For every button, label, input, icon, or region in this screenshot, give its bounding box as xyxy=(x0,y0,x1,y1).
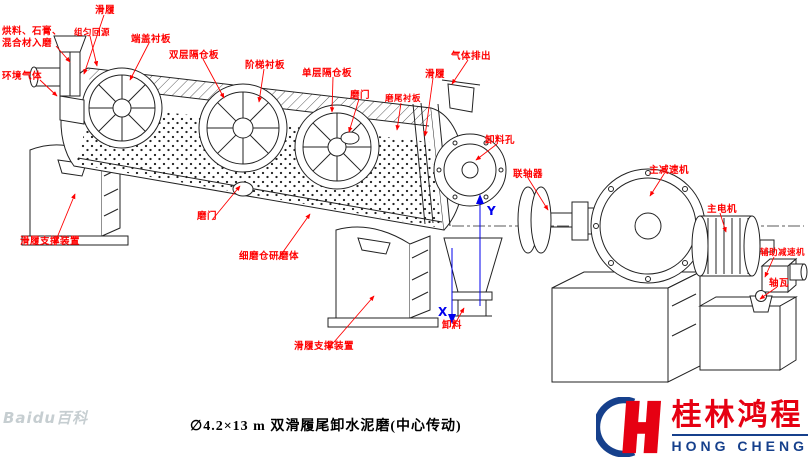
part-label: 磨门 xyxy=(350,90,371,101)
main-motor xyxy=(691,215,775,277)
axis-label-x: X xyxy=(438,305,448,319)
diaphragm-fan-2 xyxy=(294,104,380,190)
part-label: 端盖衬板 xyxy=(131,34,172,45)
feed-piping xyxy=(29,35,87,125)
coupling xyxy=(517,186,601,254)
part-label: 轴瓦 xyxy=(769,278,790,289)
part-label: 单层隔仓板 xyxy=(302,68,353,79)
baidu-watermark: Baidu百科 xyxy=(3,409,89,427)
discharge-housing xyxy=(430,79,507,317)
part-label: 滑履支撑装置 xyxy=(20,236,81,247)
leader-lines xyxy=(39,14,778,350)
part-label: 滑履 xyxy=(95,5,116,16)
main-reducer xyxy=(590,168,706,284)
part-label: 卸料孔 xyxy=(485,135,516,146)
part-label: 主减速机 xyxy=(649,165,690,176)
reducer-pedestal xyxy=(551,271,701,383)
axis-markers: Y X xyxy=(438,194,496,324)
part-label: 滑履支撑装置 xyxy=(294,341,355,352)
axis-label-y: Y xyxy=(486,204,496,218)
mill-line-art xyxy=(21,35,808,383)
end-wall-fan xyxy=(81,67,163,149)
part-label: 卸料 xyxy=(442,320,463,331)
part-label: 滑履 xyxy=(425,69,446,80)
motor-base xyxy=(698,296,798,371)
brand-logo: 桂林鸿程 HONG CHENG xyxy=(595,397,808,457)
logo-cn: 桂林鸿程 xyxy=(671,399,804,432)
mill-door-left xyxy=(232,181,254,197)
part-label: 磨门 xyxy=(197,211,218,222)
diagram-caption: ∅4.2×13 m 双滑履尾卸水泥磨(中心传动) xyxy=(190,419,462,434)
right-pier xyxy=(327,226,439,328)
part-label: 联轴器 xyxy=(513,169,544,180)
part-label: 辅助减速机 xyxy=(760,248,806,258)
right-slide-shoe xyxy=(357,237,391,255)
part-label: 细磨仓研磨体 xyxy=(239,251,300,262)
logo-en: HONG CHENG xyxy=(671,434,808,453)
mill-door-top xyxy=(340,131,360,145)
logo-mark-icon xyxy=(595,397,661,457)
part-label: 磨尾衬板 xyxy=(385,94,422,104)
diaphragm-fan-1 xyxy=(198,83,288,173)
part-label: 烘料、石膏、 混合材入磨 xyxy=(2,26,63,50)
part-label: 阶梯衬板 xyxy=(245,60,286,71)
logo-text: 桂林鸿程 HONG CHENG xyxy=(671,399,808,453)
part-label: 组匀回源 xyxy=(74,28,111,38)
part-label: 主电机 xyxy=(707,204,738,215)
part-label: 双层隔仓板 xyxy=(169,50,220,61)
part-label: 气体排出 xyxy=(451,51,492,62)
part-label: 环境气体 xyxy=(2,71,43,82)
